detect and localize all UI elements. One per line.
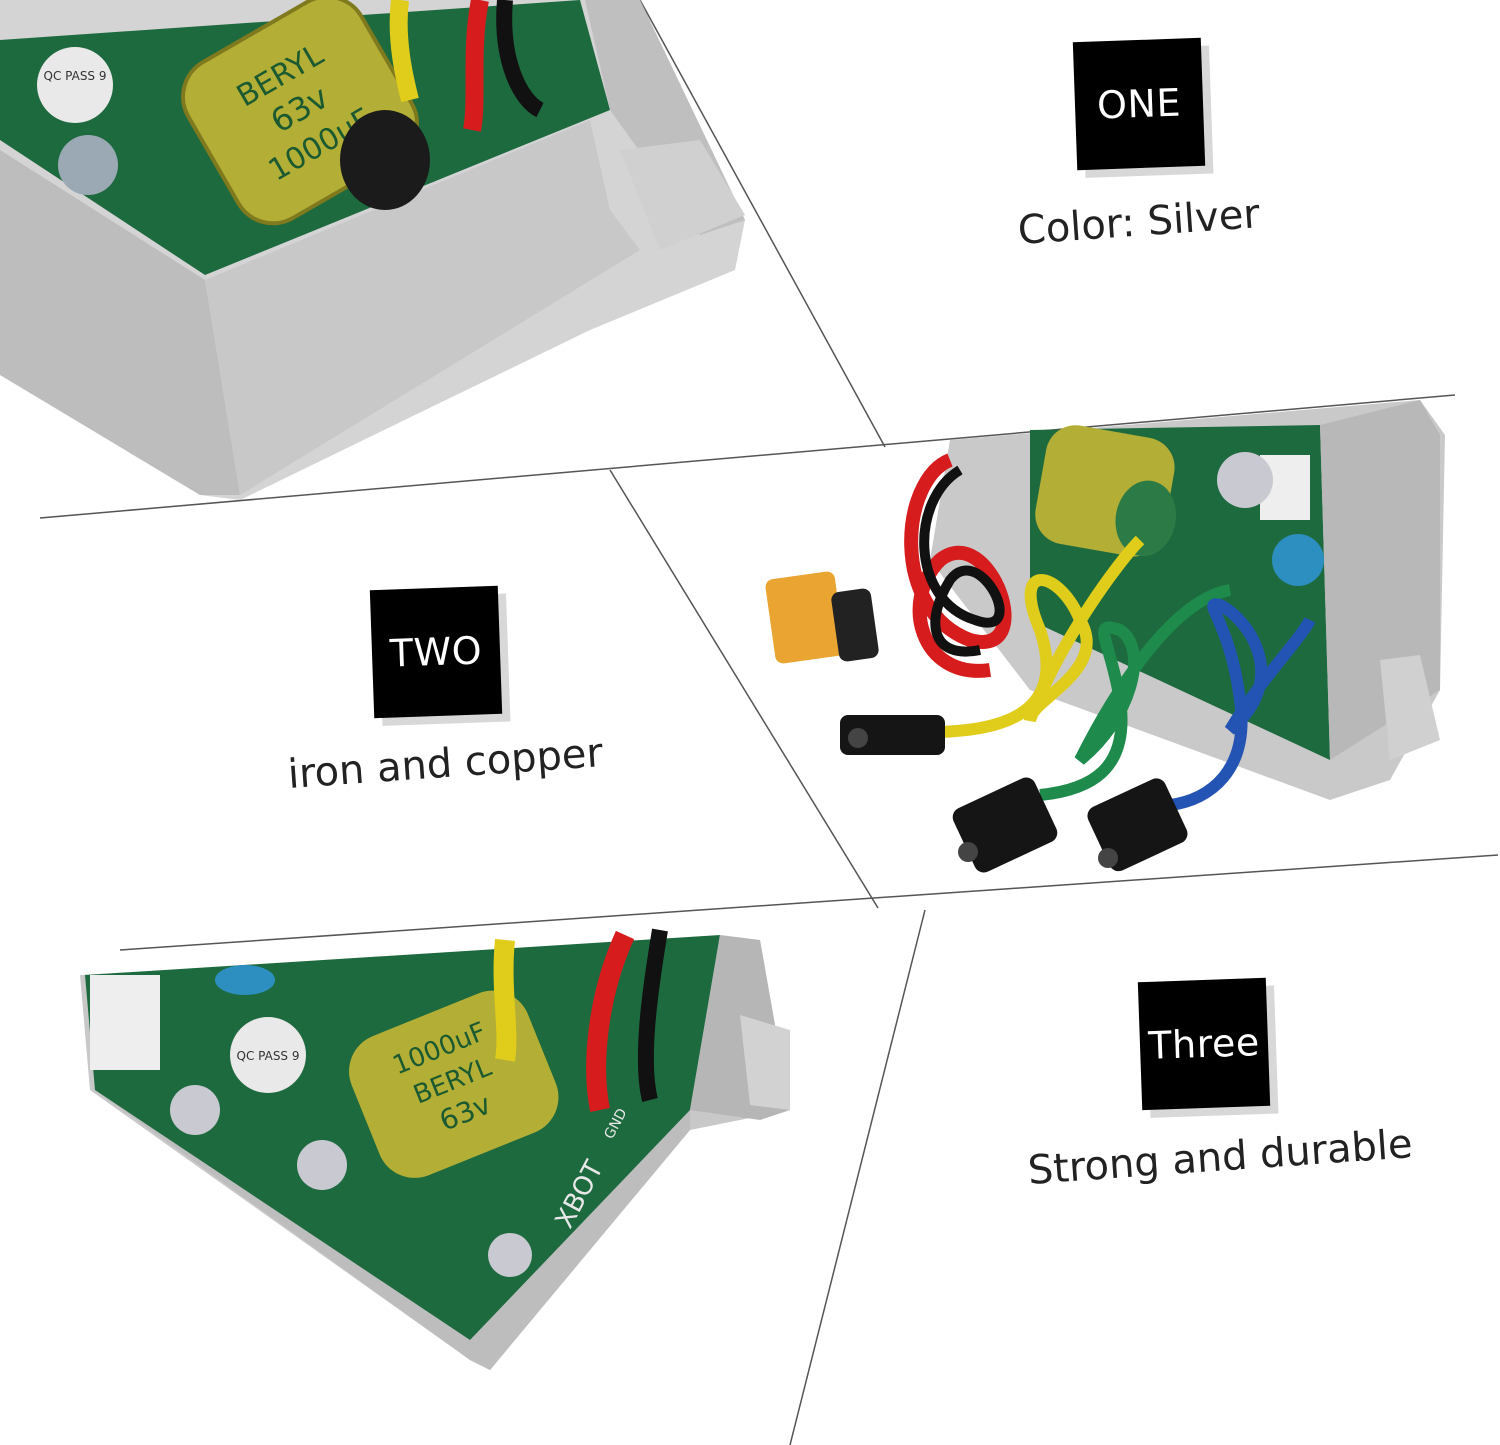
badge-text: TWO [369,585,503,719]
svg-text:QC PASS 9: QC PASS 9 [237,1049,300,1063]
feature-badge-three: Three [1137,977,1279,1118]
feature-badge-two: TWO [369,585,511,726]
photo-middle-wired-controller [765,400,1445,873]
photo-top-controller: QC PASS 9 BERYL 63v 1000uF [0,0,745,500]
photo-bottom-controller: QC PASS 9 1000uF BERYL 63v XBOT GND [80,928,790,1370]
feature-badge-one: ONE [1072,37,1214,178]
qc-sticker-text: QC PASS 9 [44,69,107,83]
capacitor-middle [1035,425,1177,557]
divider-lines [39,0,1499,1445]
badge-text: ONE [1072,37,1206,171]
badge-text: Three [1137,977,1271,1111]
